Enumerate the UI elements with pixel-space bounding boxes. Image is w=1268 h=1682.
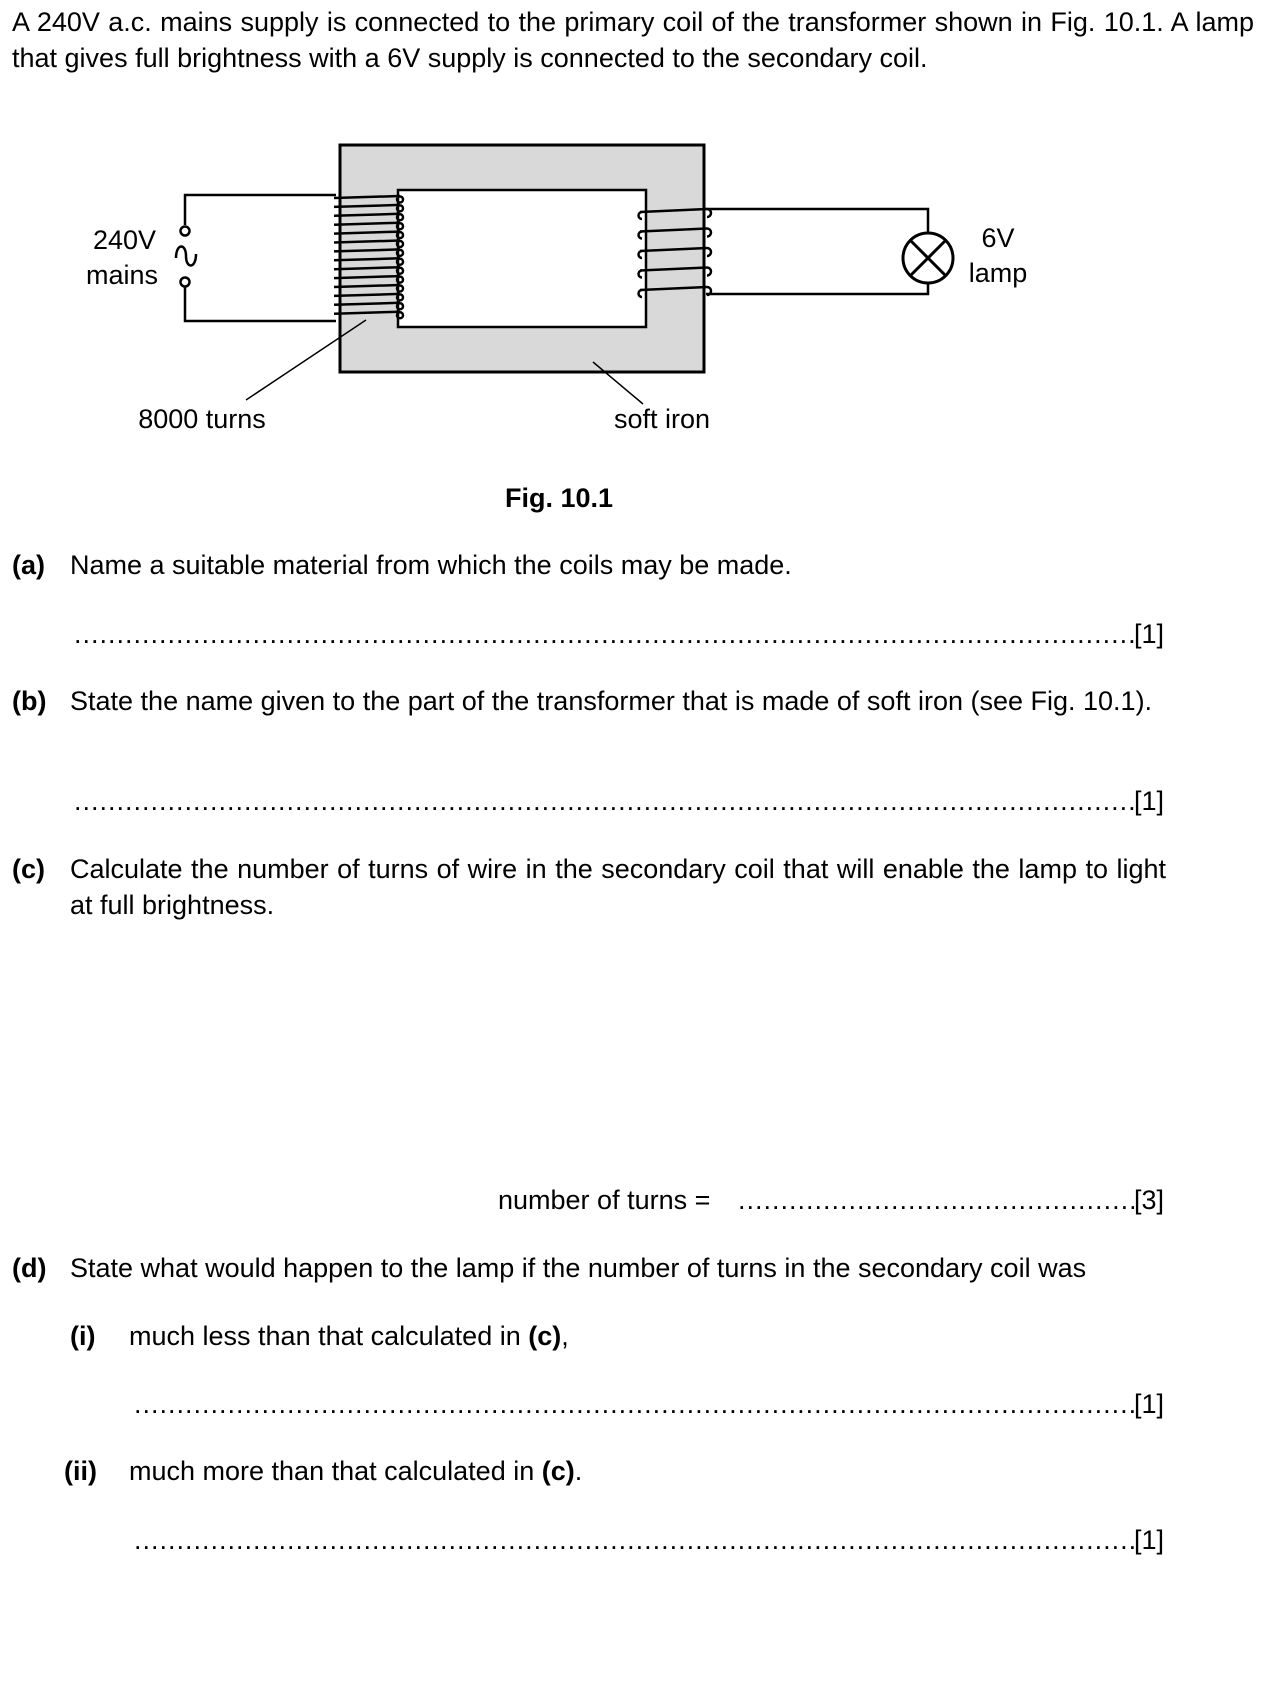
primary-coil: [333, 194, 405, 320]
question-d-text: State what would happen to the lamp if t…: [70, 1253, 1087, 1283]
question-b-text: State the name given to the part of the …: [70, 686, 1153, 716]
question-d-label: (d): [12, 1253, 47, 1283]
primary-winding: [333, 239, 401, 244]
primary-winding-loop: [395, 302, 405, 311]
secondary-winding-back: [637, 269, 643, 279]
primary-winding: [333, 274, 401, 280]
soft-iron-label: soft iron: [614, 404, 710, 434]
primary-winding: [333, 257, 401, 262]
question-d-ii-text: much more than that calculated in (c).: [129, 1456, 583, 1486]
answer-line-d-i[interactable]: ........................................…: [134, 1389, 1134, 1419]
marks-d-ii: [1]: [1134, 1525, 1165, 1555]
turns-leader-line: [245, 319, 367, 401]
answer-line-d-ii[interactable]: ........................................…: [134, 1525, 1134, 1555]
primary-winding: [333, 212, 401, 218]
primary-winding-loop: [395, 195, 405, 204]
mains-label: mains: [86, 260, 158, 290]
secondary-winding-back: [637, 230, 643, 240]
question-a-label: (a): [12, 550, 45, 580]
secondary-winding-back: [637, 210, 643, 221]
secondary-winding-loop: [706, 246, 713, 258]
marks-d-i: [1]: [1134, 1389, 1165, 1419]
question-a-text: Name a suitable material from which the …: [70, 550, 792, 580]
primary-winding: [333, 203, 401, 209]
primary-winding-loop: [395, 257, 405, 267]
core-leader-line: [592, 361, 644, 405]
secondary-winding: [639, 266, 708, 272]
primary-winding: [333, 310, 401, 315]
primary-winding-loop: [395, 239, 405, 249]
lamp-icon: [901, 231, 955, 285]
secondary-winding-back: [637, 288, 643, 299]
primary-winding-loop: [395, 221, 405, 231]
question-d-i-label: (i): [70, 1321, 96, 1351]
primary-winding-loop: [395, 230, 405, 240]
primary-winding-loop: [395, 204, 405, 213]
question-c-label: (c): [12, 854, 45, 884]
marks-c: [3]: [1134, 1185, 1165, 1215]
primary-winding-loop: [395, 310, 405, 320]
question-b-label: (b): [12, 686, 47, 716]
secondary-winding-loop: [706, 227, 713, 238]
number-of-turns-label: number of turns =: [498, 1185, 711, 1215]
transformer-diagram: 240V mains 6V lamp 8000 turns soft iron: [86, 143, 1028, 434]
primary-winding: [333, 230, 401, 235]
lamp-voltage-label: 6V: [981, 223, 1014, 253]
question-c-text: Calculate the number of turns of wire in…: [70, 854, 1166, 920]
secondary-winding-loop: [706, 266, 713, 277]
secondary-winding: [639, 285, 708, 292]
mains-voltage-label: 240V: [93, 225, 156, 255]
primary-winding: [333, 248, 401, 253]
primary-winding-loop: [395, 266, 405, 275]
primary-winding-loop: [395, 284, 405, 293]
primary-winding-loop: [395, 248, 405, 258]
marks-a: [1]: [1134, 619, 1165, 649]
primary-winding-loop: [395, 213, 405, 222]
primary-winding: [333, 301, 401, 307]
primary-winding: [333, 292, 401, 298]
answer-line-c[interactable]: ........................................…: [738, 1185, 1134, 1215]
primary-winding: [333, 265, 401, 271]
lamp-label: lamp: [969, 258, 1028, 288]
answer-line-b[interactable]: ........................................…: [74, 786, 1134, 816]
secondary-coil: [637, 207, 713, 299]
secondary-wires: [706, 207, 930, 296]
secondary-winding-back: [637, 249, 643, 260]
question-d-ii-label: (ii): [64, 1456, 97, 1486]
core-window: [396, 188, 648, 329]
primary-winding: [333, 221, 401, 226]
answer-line-a[interactable]: ........................................…: [74, 619, 1134, 649]
secondary-winding: [639, 227, 708, 233]
primary-winding-loop: [395, 293, 405, 302]
question-d-i-text: much less than that calculated in (c),: [129, 1321, 569, 1351]
turns-label: 8000 turns: [138, 404, 266, 434]
figure-caption: Fig. 10.1: [504, 483, 614, 513]
intro-text: A 240V a.c. mains supply is connected to…: [12, 7, 1254, 73]
marks-b: [1]: [1134, 786, 1165, 816]
primary-winding-loop: [395, 275, 405, 284]
primary-winding: [333, 283, 401, 289]
secondary-winding: [639, 207, 708, 214]
primary-wires: [174, 193, 336, 323]
secondary-winding: [639, 246, 708, 253]
primary-winding: [333, 194, 401, 200]
